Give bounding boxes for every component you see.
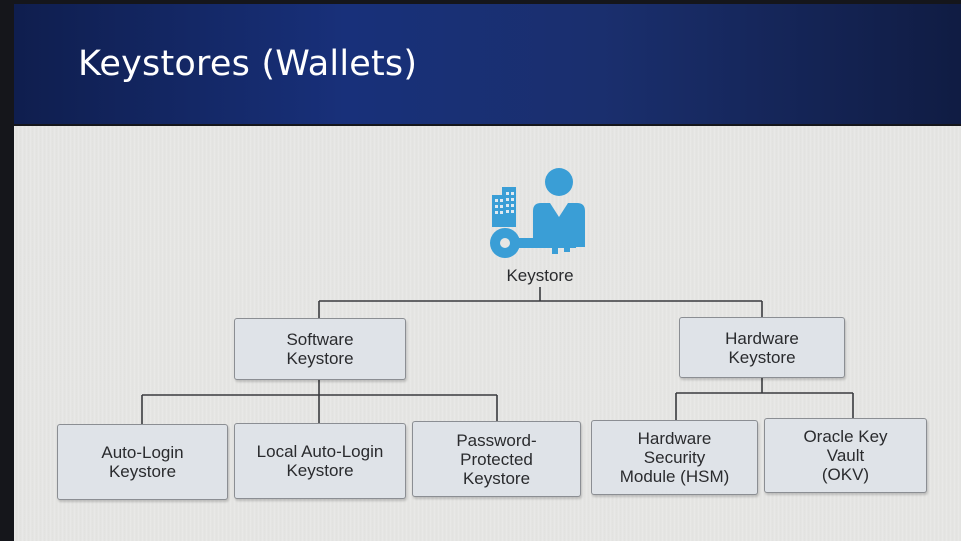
slide-title: Keystores (Wallets) [78, 44, 418, 84]
person-head-shape [545, 168, 573, 196]
password-protected-keystore-node: Password- Protected Keystore [412, 421, 581, 497]
keystore-icon [490, 168, 585, 258]
key-shaft-shape [516, 238, 576, 248]
keystore-root-label: Keystore [506, 266, 574, 285]
local-auto-login-keystore-node: Local Auto-Login Keystore [234, 423, 406, 499]
hardware-keystore-node: Hardware Keystore [679, 317, 845, 378]
software-keystore-node: Software Keystore [234, 318, 406, 380]
title-band [14, 4, 961, 124]
person-body-shape [533, 203, 585, 247]
okv-node: Oracle Key Vault (OKV) [764, 418, 927, 493]
hsm-node: Hardware Security Module (HSM) [591, 420, 758, 495]
auto-login-keystore-node: Auto-Login Keystore [57, 424, 228, 500]
